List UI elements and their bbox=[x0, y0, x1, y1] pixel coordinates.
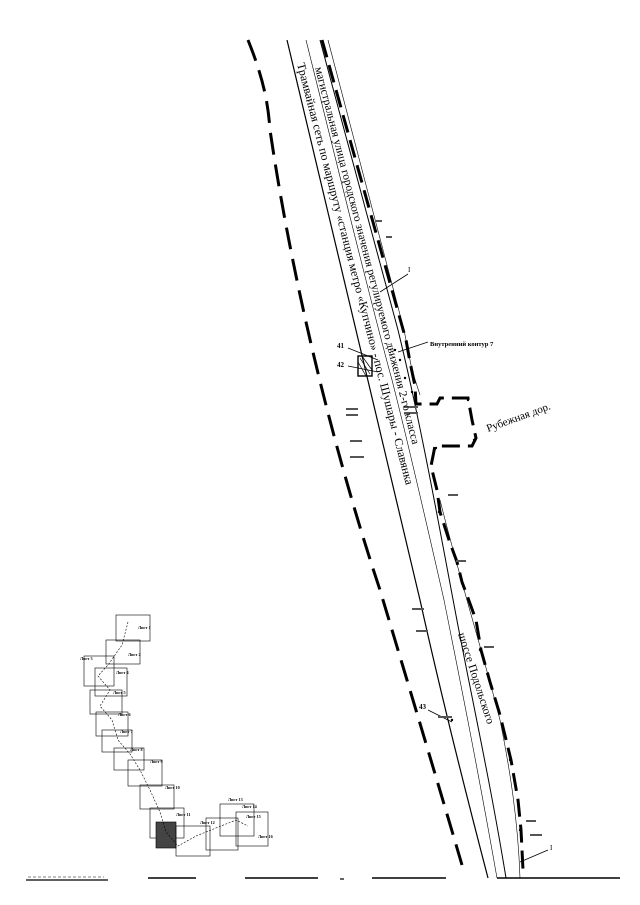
tram-stop-hatch bbox=[357, 355, 373, 377]
road-edge-inner bbox=[305, 39, 498, 879]
left-boundary-dashed bbox=[246, 39, 464, 866]
leader-41 bbox=[347, 347, 379, 361]
point-43-label: 43 bbox=[419, 703, 427, 711]
sheet-label-7: Лист 7 bbox=[120, 729, 133, 734]
route-trace bbox=[97, 621, 249, 847]
sheet-label-1: Лист 1 bbox=[138, 625, 151, 630]
right-boundary-dashed bbox=[320, 39, 525, 871]
sheet-label-13: Лист 13 bbox=[228, 797, 243, 802]
sheet-index-map bbox=[83, 614, 269, 857]
sheet-label-16: Лист 16 bbox=[258, 834, 273, 839]
street-main-label: магистральная улица городского значения … bbox=[312, 66, 421, 446]
sheet-label-6: Лист 6 bbox=[118, 712, 131, 717]
sheet-label-4: Лист 4 bbox=[116, 670, 129, 675]
tram-line-west bbox=[286, 39, 489, 879]
bottom-scale-lines bbox=[26, 876, 620, 881]
road-edge-right bbox=[327, 39, 421, 396]
sheet-label-2: Лист 2 bbox=[128, 652, 141, 657]
sheet-label-14: Лист 14 bbox=[242, 804, 258, 809]
street-line-east bbox=[319, 39, 507, 879]
sheet-label-12: Лист 12 bbox=[200, 820, 215, 825]
leader-section-bottom bbox=[519, 849, 549, 863]
sheet-label-10: Лист 10 bbox=[165, 785, 180, 790]
tram-stop-box bbox=[357, 355, 373, 377]
inner-contour-label: Внутренний контур 7 bbox=[430, 341, 494, 348]
sheet-label-8: Лист 8 bbox=[130, 747, 143, 752]
sheet-label-9: Лист 9 bbox=[150, 759, 163, 764]
sheet-label-11: Лист 11 bbox=[176, 812, 190, 817]
point-42-label: 42 bbox=[337, 361, 345, 369]
section-mark-bottom: I bbox=[550, 844, 553, 852]
sheet-label-5: Лист 5 bbox=[113, 690, 126, 695]
rubezhnaya-road-label: Рубежная дор. bbox=[485, 400, 553, 434]
section-mark-top: I bbox=[408, 266, 411, 274]
tram-route-label: Трамвайная сеть по маршруту «станция мет… bbox=[294, 61, 417, 487]
road-edge-right-lower bbox=[439, 499, 521, 879]
sheet-label-15: Лист 15 bbox=[246, 814, 261, 819]
tiny-coordinates bbox=[346, 220, 542, 836]
sheet-index-labels: Лист 1 Лист 2 Лист 3 Лист 4 Лист 5 Лист 6 Лист… bbox=[80, 625, 273, 839]
leader-42 bbox=[347, 365, 379, 373]
leader-inner-contour bbox=[397, 341, 429, 353]
point-41-label: 41 bbox=[337, 342, 345, 350]
sheet-current-hatched bbox=[155, 821, 177, 849]
leader-section-top bbox=[379, 273, 409, 293]
sheet-label-3: Лист 3 bbox=[80, 656, 93, 661]
